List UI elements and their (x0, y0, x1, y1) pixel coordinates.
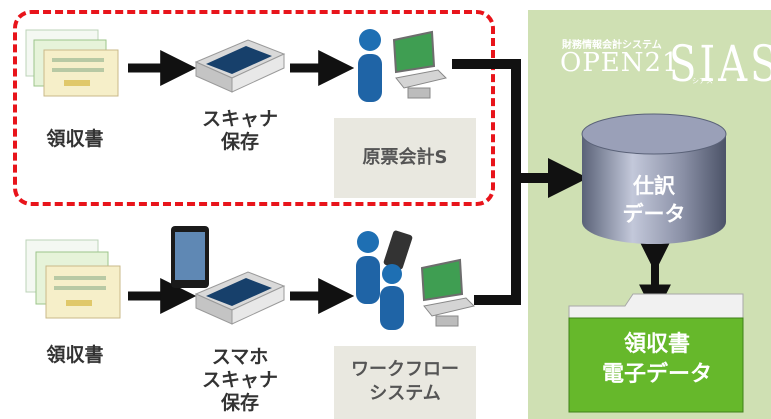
connector-top-pc (452, 59, 521, 178)
product-kana: シアス (692, 77, 713, 85)
product-brand: OPEN21 (560, 48, 680, 78)
system-label-bottom: ワークフロー システム (351, 359, 459, 404)
scanner-label-bottom: スマホ スキャナ 保存 (201, 346, 278, 414)
product-name: SIAS (669, 36, 771, 94)
product-subtitle: 財務情報会計システム (562, 40, 662, 51)
system-label-top: 原票会計S (362, 147, 448, 168)
scanner-label-top: スキャナ 保存 (201, 108, 278, 153)
database-icon (581, 113, 727, 244)
database-label: 仕訳 データ (622, 174, 686, 226)
receipts-icon-top (25, 29, 119, 97)
receipts-label-bottom: 領収書 (46, 344, 104, 366)
highlight-region (13, 10, 495, 206)
person-computer-icon-top (358, 29, 447, 102)
folder-label: 領収書 電子データ (601, 332, 712, 387)
system-box-top (334, 118, 476, 198)
folder-icon (568, 293, 744, 413)
receipts-icon-bottom (25, 239, 121, 319)
product-logo: 財務情報会計システム OPEN21 SIAS シアス (552, 36, 771, 96)
scanner-icon-top (194, 39, 286, 93)
smartphone-icon (171, 226, 209, 288)
receipts-label-top: 領収書 (46, 128, 104, 150)
scanner-icon-bottom (194, 271, 286, 325)
people-computer-icon-bottom (356, 230, 475, 330)
system-box-bottom (334, 346, 476, 419)
connector-bottom-pc (474, 178, 521, 305)
